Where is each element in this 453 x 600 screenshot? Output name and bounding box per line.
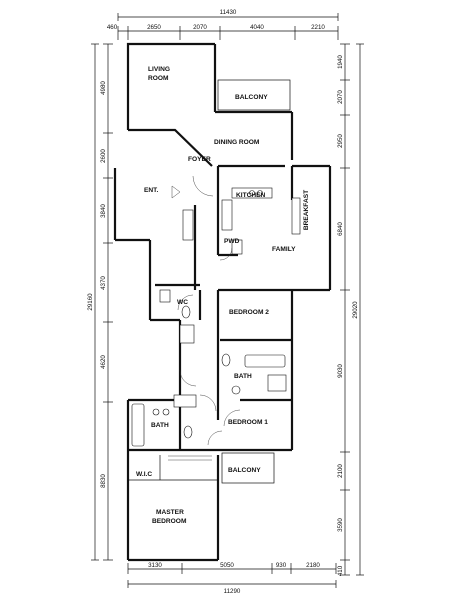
dim-left-4: 4370	[100, 276, 107, 290]
dim-right-4: 6840	[337, 222, 344, 236]
dim-right-6: 2100	[337, 464, 344, 478]
dim-bottom-3: 930	[276, 562, 287, 569]
room-labels: LIVING ROOM BALCONY DINING ROOM FOYER KI…	[136, 66, 310, 525]
label-bath-master: BATH	[151, 422, 169, 429]
label-pwd: PWD	[224, 238, 240, 245]
dim-left-3: 3840	[100, 204, 107, 218]
dim-right-3: 2950	[337, 134, 344, 148]
label-family: FAMILY	[272, 246, 296, 253]
label-balcony-top: BALCONY	[235, 94, 268, 101]
dim-top-1: 460	[107, 24, 118, 31]
dim-left-6: 8830	[100, 474, 107, 488]
dim-top-5: 2210	[311, 24, 325, 31]
dim-top-2: 2650	[147, 24, 161, 31]
dim-bottom-2: 5050	[220, 562, 234, 569]
dim-top-4: 4040	[250, 24, 264, 31]
label-breakfast: BREAKFAST	[303, 190, 310, 230]
label-bedroom1: BEDROOM 1	[228, 419, 268, 426]
dimension-lines	[91, 13, 364, 588]
label-living: LIVING	[148, 66, 170, 73]
dim-right-1: 1940	[337, 55, 344, 69]
dim-top-3: 2070	[193, 24, 207, 31]
label-wc: WC	[177, 299, 188, 306]
label-entrance: ENT.	[144, 187, 158, 194]
fixtures	[131, 175, 301, 461]
label-master: MASTER	[156, 509, 184, 516]
label-dining: DINING ROOM	[214, 139, 260, 146]
label-master-line2: BEDROOM	[152, 518, 187, 525]
dim-bottom-total: 11290	[224, 588, 241, 595]
dim-right-2: 2070	[337, 90, 344, 104]
dim-right-7: 3590	[337, 518, 344, 532]
label-balcony-bottom: BALCONY	[228, 467, 261, 474]
dim-top-total: 11430	[220, 9, 237, 16]
label-kitchen: KITCHEN	[236, 192, 266, 199]
label-foyer: FOYER	[188, 156, 211, 163]
dim-left-5: 4620	[100, 355, 107, 369]
label-living-line2: ROOM	[148, 75, 169, 82]
walls	[113, 42, 332, 562]
dimension-labels: 11430 460 2650 2070 4040 2210 3130 5050 …	[87, 9, 359, 595]
dim-right-5: 9030	[337, 364, 344, 378]
dim-left-1: 4980	[100, 81, 107, 95]
label-wic: W.I.C	[136, 471, 152, 478]
dim-left-2: 2600	[100, 149, 107, 163]
dim-bottom-1: 3130	[148, 562, 162, 569]
dim-right-total: 29020	[352, 301, 359, 319]
label-bedroom2: BEDROOM 2	[229, 309, 269, 316]
dim-right-8: 410	[337, 565, 344, 576]
dim-bottom-4: 2180	[306, 562, 320, 569]
dim-left-total: 29160	[87, 293, 94, 311]
label-bath-center: BATH	[234, 373, 252, 380]
